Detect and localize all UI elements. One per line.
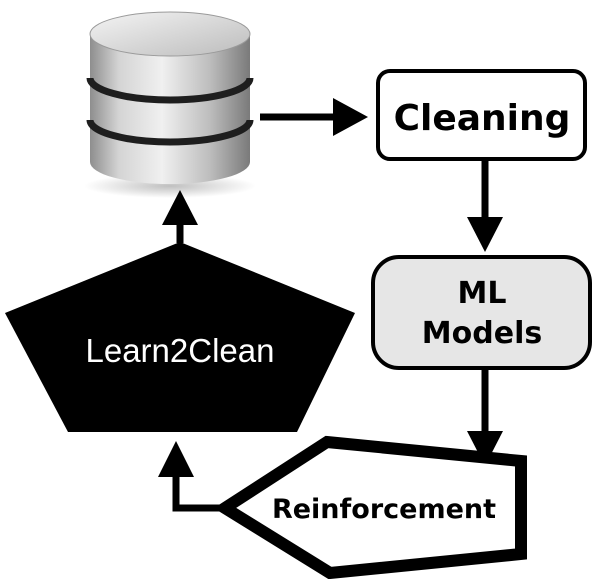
cleaning-label: Cleaning [394,98,571,139]
arrow-learn2clean-to-database [162,190,198,243]
arrow-database-to-cleaning [260,98,368,136]
ml-models-label-line2: Models [422,316,542,351]
reinforcement-node: Reinforcement [213,435,527,579]
ml-models-label-line1: ML [458,276,507,311]
ml-models-node: ML Models [371,255,592,370]
arrow-reinforcement-to-learn2clean [158,441,228,512]
database-icon [84,11,256,198]
learn2clean-label: Learn2Clean [86,332,275,369]
arrow-ml-to-reinforcement [467,370,503,466]
cleaning-node: Cleaning [376,69,587,161]
arrow-cleaning-to-ml [467,161,503,252]
reinforcement-label: Reinforcement [272,494,496,525]
learn2clean-node: Learn2Clean [5,242,355,432]
